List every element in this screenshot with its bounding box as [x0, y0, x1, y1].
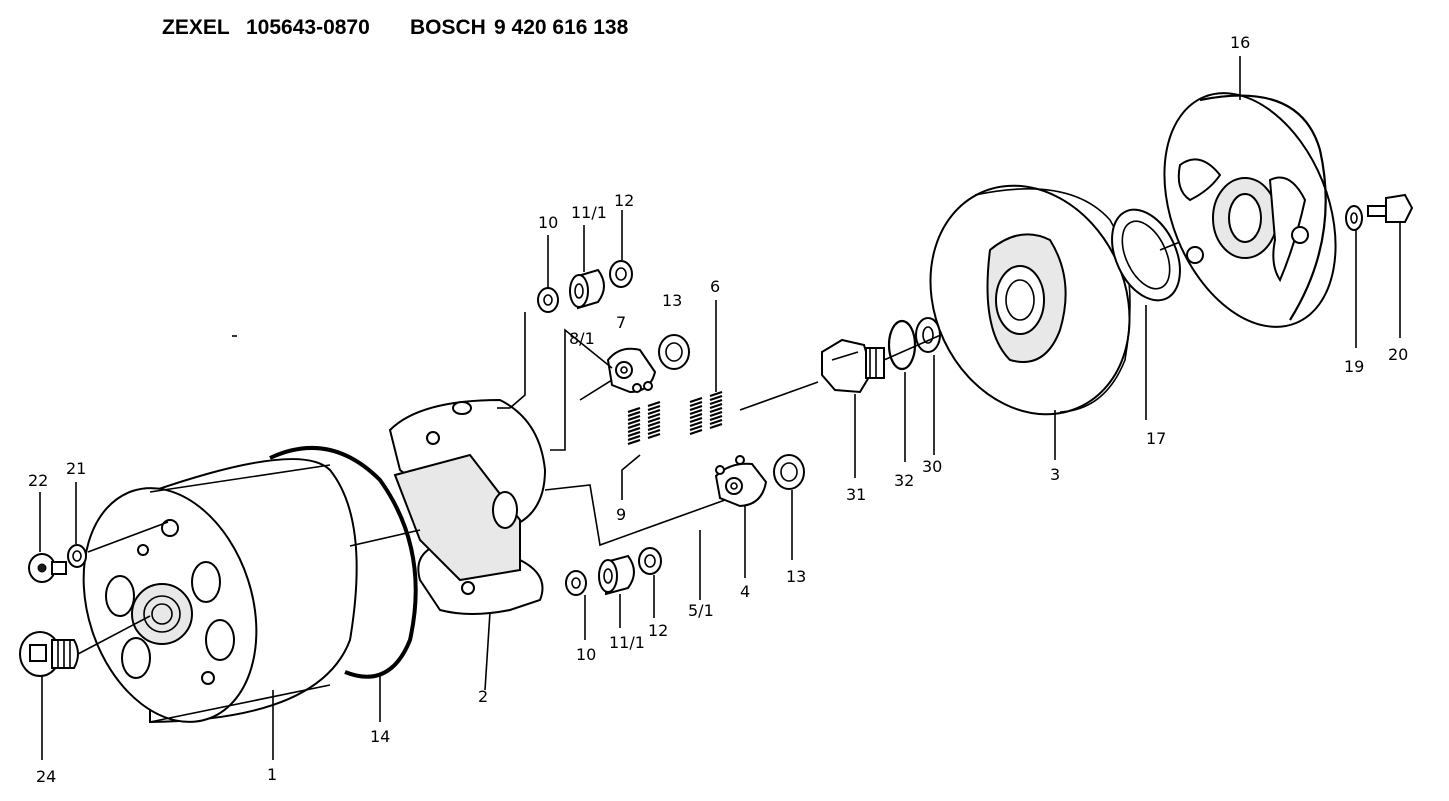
part-6-springs — [689, 300, 723, 436]
callout-2: 2 — [478, 687, 488, 706]
part-1-housing — [82, 458, 358, 760]
callout-31: 31 — [846, 485, 866, 504]
callout-16: 16 — [1230, 33, 1250, 52]
callout-30: 30 — [922, 457, 942, 476]
part-16-cover — [1163, 56, 1337, 328]
callout-11-1-bottom: 11/1 — [609, 633, 645, 652]
callout-7: 7 — [616, 313, 626, 332]
header-part1: 105643-0870 — [246, 16, 370, 39]
callout-13-top: 13 — [662, 291, 682, 310]
callout-24: 24 — [36, 767, 56, 786]
header: ZEXEL 105643-0870 BOSCH 9 420 616 138 — [162, 16, 629, 39]
callout-labels: 1 2 3 4 5/1 6 7 8/1 9 10 10 11/1 11/1 12… — [28, 33, 1408, 786]
header-brand1: ZEXEL — [162, 16, 230, 39]
part-14-oring — [269, 446, 418, 722]
header-brand2: BOSCH — [410, 16, 486, 39]
callout-11-1-top: 11/1 — [571, 203, 607, 222]
callout-14: 14 — [370, 727, 390, 746]
part-2-flyweight-holder — [349, 398, 547, 691]
callout-1: 1 — [267, 765, 277, 784]
callout-21: 21 — [66, 459, 86, 478]
part-7-flyweight — [606, 334, 690, 394]
callout-6: 6 — [710, 277, 720, 296]
callout-20: 20 — [1388, 345, 1408, 364]
callout-22: 22 — [28, 471, 48, 490]
callout-5-1: 5/1 — [688, 601, 714, 620]
axis-lines — [544, 328, 819, 600]
part-3-drum — [929, 184, 1131, 460]
callout-3: 3 — [1050, 465, 1060, 484]
callout-8-1: 8/1 — [569, 329, 595, 348]
parts-31-32-30 — [821, 299, 1021, 478]
callout-13-bottom: 13 — [786, 567, 806, 586]
callout-12-top: 12 — [614, 191, 634, 210]
callout-9: 9 — [616, 505, 626, 524]
header-part2: 9 420 616 138 — [494, 16, 629, 39]
callout-12-bottom: 12 — [648, 621, 668, 640]
parts-10-11-12-top — [509, 210, 633, 409]
parts-10-11-12-bottom — [565, 547, 662, 640]
callout-19: 19 — [1344, 357, 1364, 376]
callout-4: 4 — [740, 582, 750, 601]
part-4-flyweight — [714, 454, 805, 578]
callout-10-bottom: 10 — [576, 645, 596, 664]
callout-10-top: 10 — [538, 213, 558, 232]
part-9-springs — [621, 400, 661, 500]
part-24-plug — [19, 615, 151, 760]
part-22-21-screw — [28, 482, 169, 583]
callout-17: 17 — [1146, 429, 1166, 448]
callout-32: 32 — [894, 471, 914, 490]
parts-19-20 — [1345, 193, 1414, 348]
